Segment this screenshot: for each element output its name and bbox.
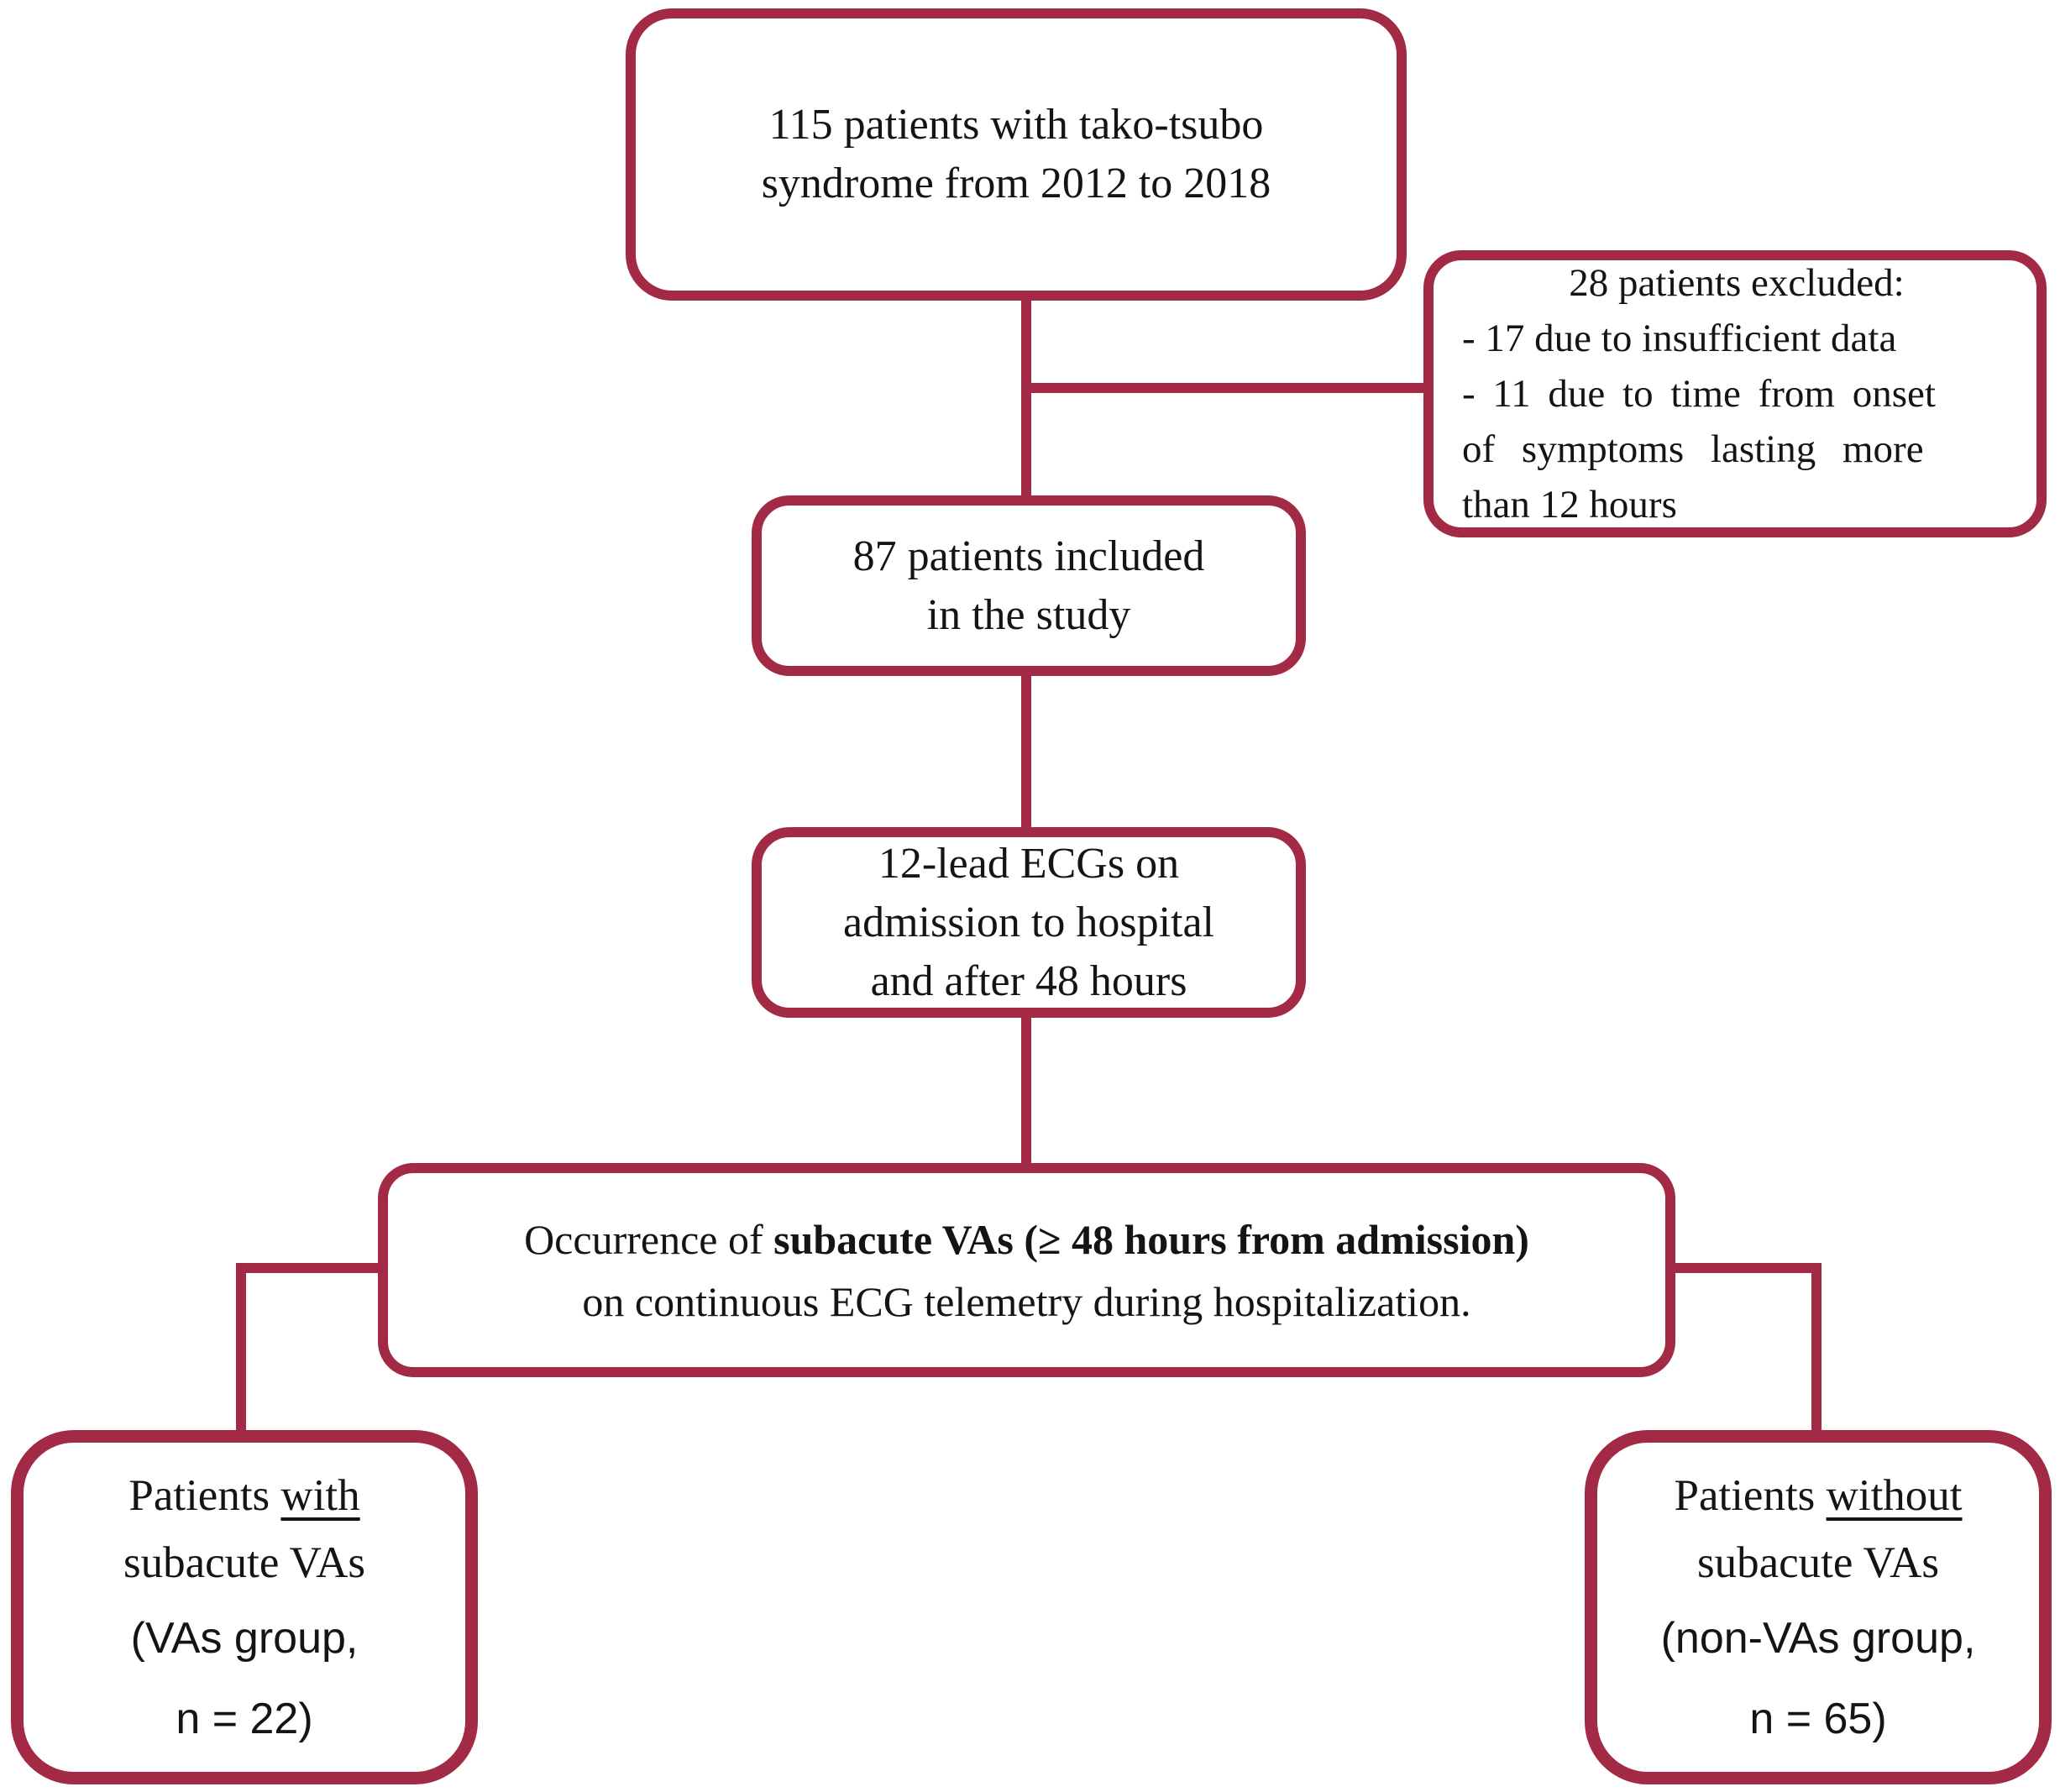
occurrence-line1-bold: subacute VAs (≥ 48 hours from admission): [773, 1215, 1529, 1263]
non-vas-count: n = 65): [1749, 1695, 1887, 1743]
occurrence-line2: on continuous ECG telemetry during hospi…: [582, 1277, 1471, 1325]
connector-left-branch-horizontal: [236, 1263, 383, 1273]
initial-cohort-line1: 115 patients with tako-tsubo: [768, 101, 1264, 149]
box-ecg-protocol: 12-lead ECGs on admission to hospital an…: [752, 827, 1306, 1018]
ecg-line3: and after 48 hours: [870, 956, 1187, 1005]
connector-right-branch-horizontal: [1670, 1263, 1822, 1273]
excluded-title: 28 patients excluded:: [1569, 261, 1905, 305]
occurrence-line1: Occurrence of subacute VAs (≥ 48 hours f…: [524, 1208, 1529, 1271]
non-vas-line1: Patients without: [1674, 1462, 1962, 1529]
included-line2: in the study: [926, 590, 1131, 639]
box-initial-cohort: 115 patients with tako-tsubo syndrome fr…: [626, 8, 1407, 301]
box-included-patients: 87 patients included in the study: [752, 495, 1306, 676]
vas-count: n = 22): [176, 1695, 313, 1743]
included-line1: 87 patients included: [852, 532, 1205, 580]
excluded-reason-1: - 17 due to insufficient data: [1462, 317, 1897, 360]
box-vas-group: Patients with subacute VAs (VAs group, n…: [11, 1430, 478, 1784]
connector-initial-to-included: [1021, 296, 1031, 500]
vas-line2: subacute VAs: [123, 1538, 366, 1587]
vas-line1-prefix: Patients: [128, 1471, 281, 1520]
box-excluded-patients: 28 patients excluded: - 17 due to insuff…: [1423, 250, 2047, 537]
connector-ecg-to-occurrence: [1021, 1013, 1031, 1168]
vas-line3: (VAs group,: [130, 1614, 359, 1663]
vas-line1-underlined: with: [280, 1471, 360, 1520]
non-vas-line1-underlined: without: [1826, 1471, 1963, 1520]
connector-right-branch-vertical: [1811, 1263, 1822, 1435]
initial-cohort-line2: syndrome from 2012 to 2018: [761, 160, 1271, 207]
connector-branch-to-excluded: [1021, 383, 1428, 393]
excluded-reason-2-line3: than 12 hours: [1462, 483, 1677, 527]
vas-line1: Patients with: [128, 1462, 359, 1529]
connector-included-to-ecg: [1021, 671, 1031, 832]
non-vas-line1-prefix: Patients: [1674, 1471, 1827, 1520]
ecg-line2: admission to hospital: [843, 898, 1214, 946]
non-vas-line2: subacute VAs: [1696, 1538, 1940, 1587]
connector-left-branch-vertical: [236, 1263, 246, 1435]
non-vas-line3: (non-VAs group,: [1660, 1614, 1976, 1663]
occurrence-line1-regular: Occurrence of: [524, 1215, 774, 1263]
excluded-reason-2-line1: - 11 due to time from onset: [1462, 372, 1936, 416]
ecg-line1: 12-lead ECGs on: [878, 839, 1180, 888]
excluded-reason-2-line2: of symptoms lasting more: [1462, 427, 1924, 471]
box-subacute-va-occurrence: Occurrence of subacute VAs (≥ 48 hours f…: [378, 1163, 1675, 1377]
box-non-vas-group: Patients without subacute VAs (non-VAs g…: [1585, 1430, 2052, 1784]
